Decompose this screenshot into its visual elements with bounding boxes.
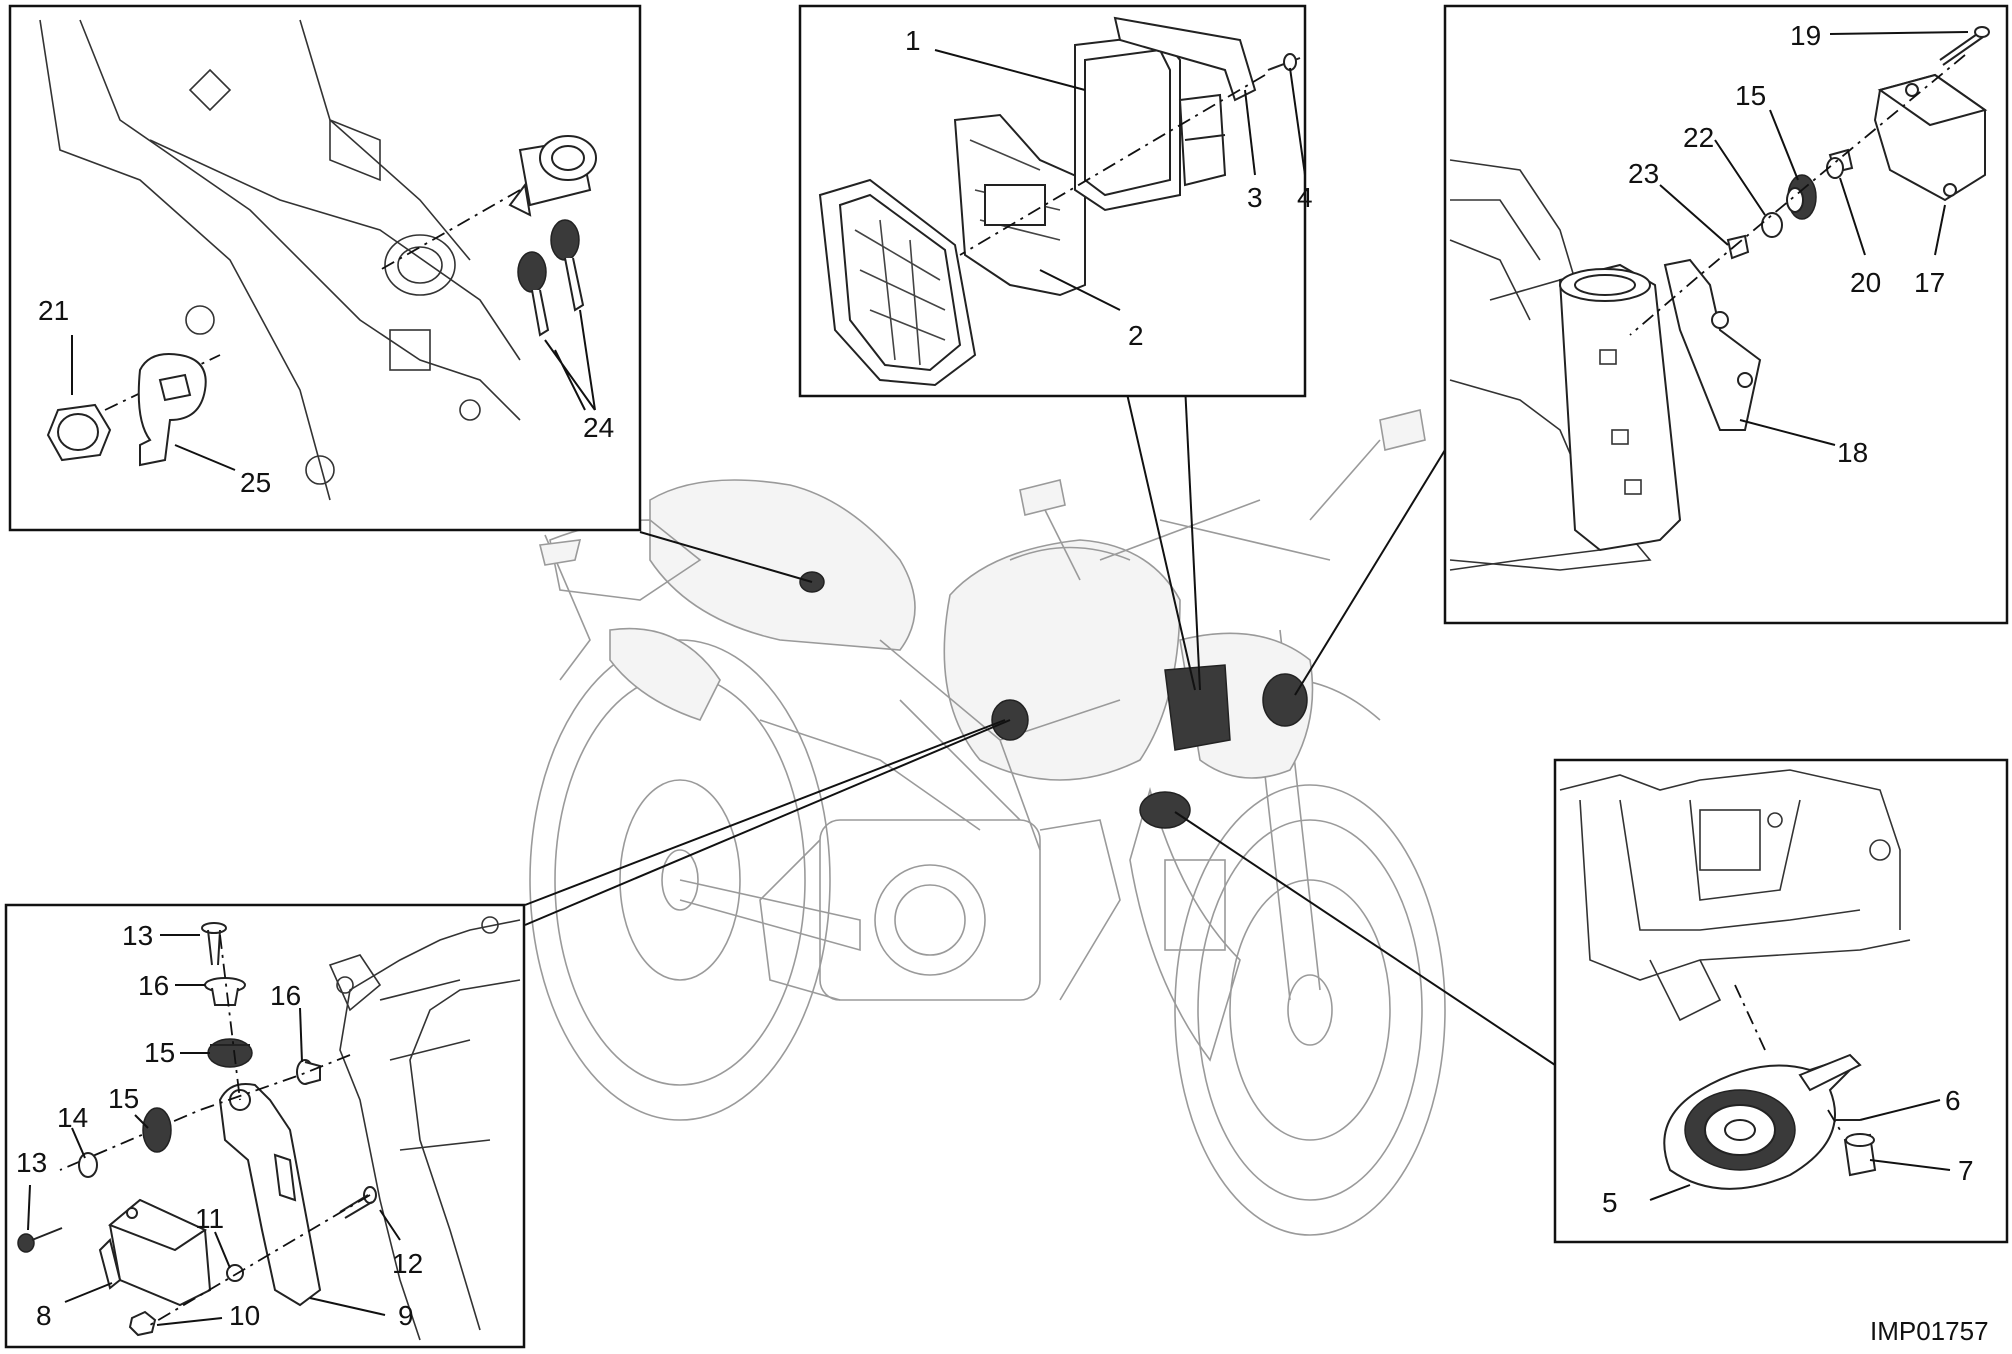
horn-panel: 6 7 5 — [1553, 758, 2009, 1244]
label-24: 24 — [583, 412, 614, 443]
label-20: 20 — [1850, 267, 1881, 298]
spacer-23 — [1726, 234, 1750, 260]
washer-11 — [226, 1264, 244, 1282]
screw-13-top — [201, 922, 227, 966]
label-19: 19 — [1790, 20, 1821, 51]
label-13-left: 13 — [16, 1147, 47, 1178]
label-17: 17 — [1914, 267, 1945, 298]
ignition-panel: 21 24 25 — [8, 4, 642, 532]
label-18: 18 — [1837, 437, 1868, 468]
bracket-9 — [218, 1083, 322, 1307]
label-15-mid: 15 — [144, 1037, 175, 1068]
callout-leaders — [524, 384, 1556, 1066]
screw-13-left — [17, 1227, 63, 1253]
screw-4 — [1267, 53, 1301, 71]
ignition-lock — [508, 135, 597, 217]
label-16-right: 16 — [270, 980, 301, 1011]
label-2: 2 — [1128, 320, 1144, 351]
label-12: 12 — [392, 1248, 423, 1279]
bracket-18 — [1663, 258, 1762, 431]
label-3: 3 — [1247, 182, 1263, 213]
label-1: 1 — [905, 25, 921, 56]
nut-10 — [128, 1310, 157, 1337]
label-21: 21 — [38, 295, 69, 326]
grommet-15-left — [142, 1107, 172, 1153]
bushing-16-right — [296, 1059, 321, 1085]
bolt-7 — [1843, 1133, 1877, 1177]
nut-21 — [46, 403, 112, 462]
sensor-top-panel: 19 15 22 23 20 17 18 — [1443, 4, 2009, 625]
sensor-8 — [98, 1198, 212, 1307]
washer-22 — [1761, 212, 1783, 238]
label-8: 8 — [36, 1300, 52, 1331]
label-13-top: 13 — [122, 920, 153, 951]
label-16-left: 16 — [138, 970, 169, 1001]
ecu-cover-3 — [1113, 16, 1257, 102]
grommet-15-mid — [207, 1038, 253, 1068]
label-15-top: 15 — [1735, 80, 1766, 111]
label-10: 10 — [229, 1300, 260, 1331]
ecu-bracket-2 — [953, 113, 1086, 297]
label-14: 14 — [57, 1102, 88, 1133]
label-25: 25 — [240, 467, 271, 498]
label-6: 6 — [1945, 1085, 1961, 1116]
label-22: 22 — [1683, 122, 1714, 153]
bushing-20 — [1826, 148, 1854, 179]
motorcycle-illustration — [529, 409, 1446, 1236]
label-7: 7 — [1958, 1155, 1974, 1186]
ecu-unit-1 — [1074, 33, 1227, 212]
grommet-15 — [1786, 174, 1817, 220]
label-23: 23 — [1628, 158, 1659, 189]
label-4: 4 — [1297, 182, 1313, 213]
label-11: 11 — [195, 1203, 224, 1234]
horn-5 — [1663, 1053, 1862, 1190]
sensor-bottom-panel: 13 16 15 16 15 14 13 11 12 8 10 9 — [4, 903, 526, 1349]
label-15-left: 15 — [108, 1083, 139, 1114]
washer-14 — [78, 1152, 98, 1178]
bushing-16-top — [204, 977, 246, 1006]
bracket-25 — [137, 353, 207, 467]
ignition-keys — [517, 219, 585, 337]
drawing-code: IMP01757 — [1870, 1316, 1989, 1346]
ecu-panel: 1 2 3 4 — [798, 4, 1313, 398]
label-5: 5 — [1602, 1187, 1618, 1218]
ecu-tray — [818, 178, 977, 387]
label-9: 9 — [398, 1300, 414, 1331]
screw-19 — [1939, 26, 1990, 66]
